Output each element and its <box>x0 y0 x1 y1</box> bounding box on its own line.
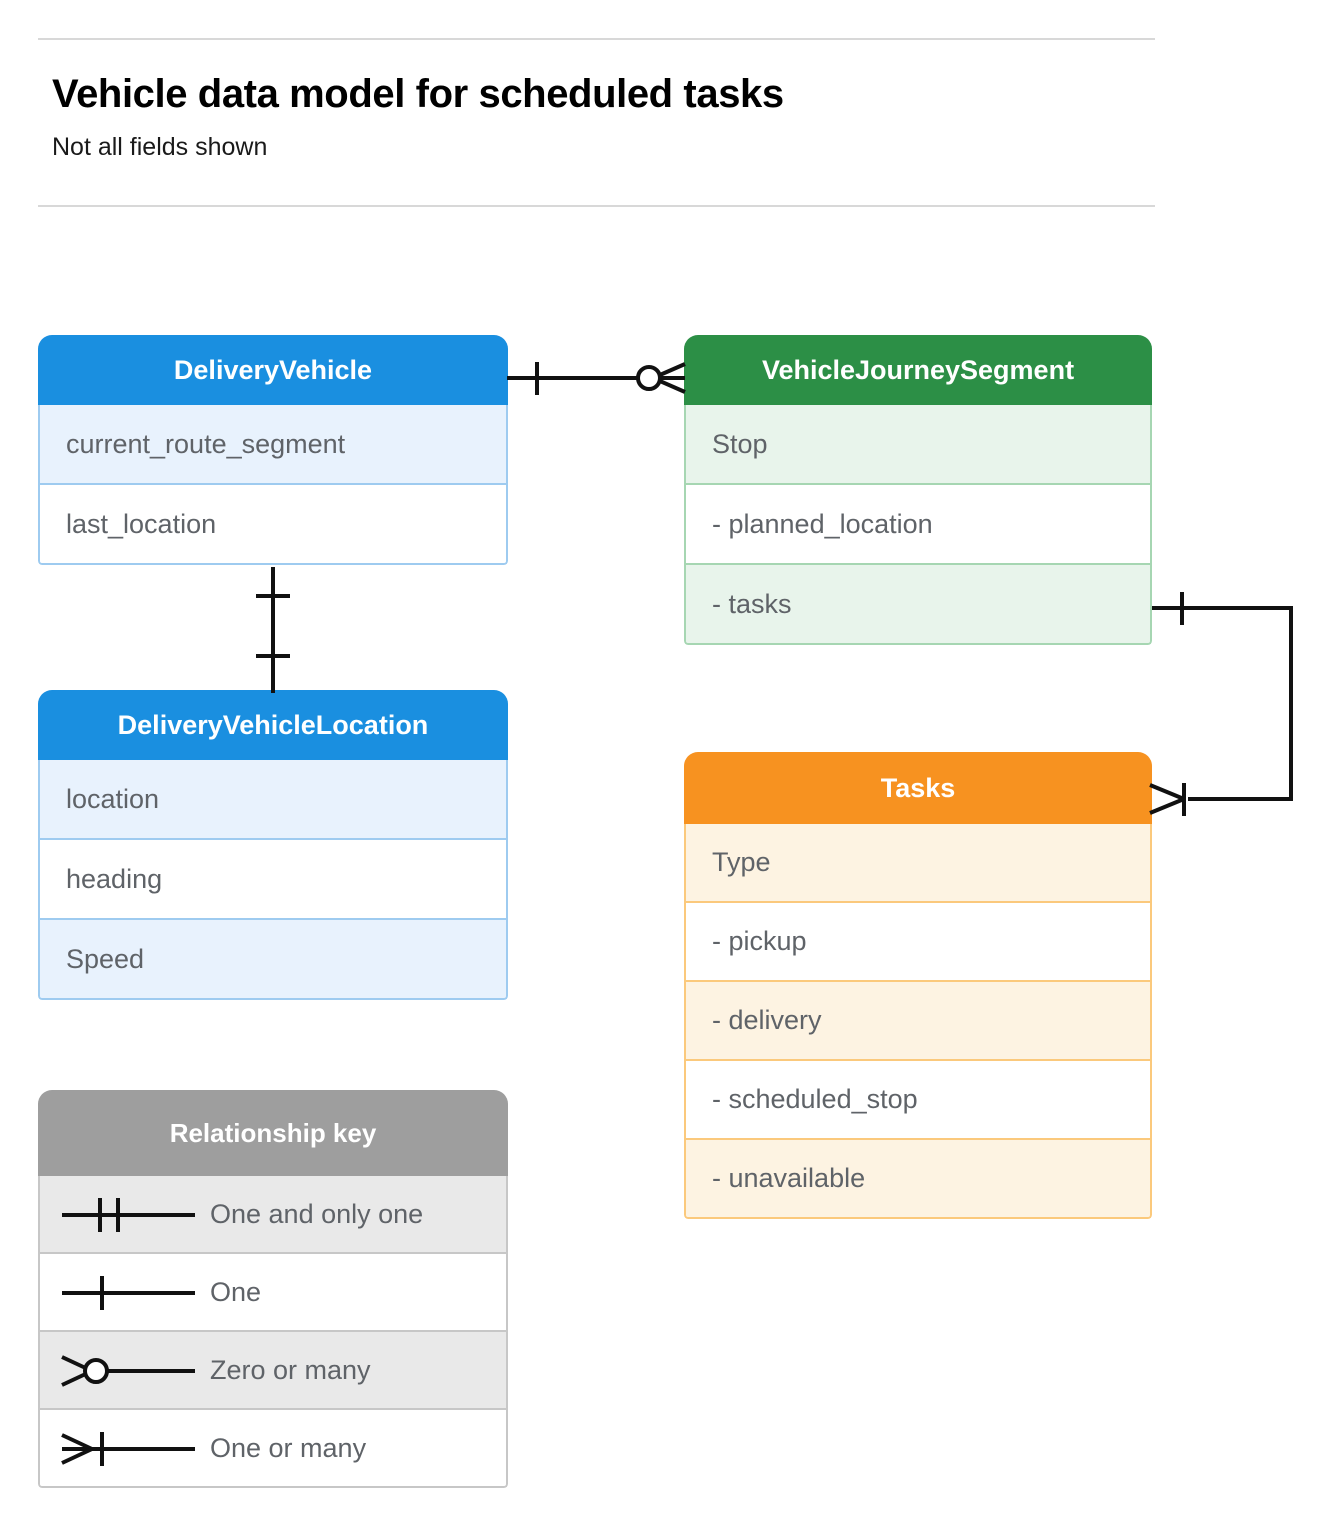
legend-item-one-or-many: One or many <box>38 1410 508 1488</box>
entity-field-row: - delivery <box>684 982 1152 1061</box>
legend-item-label: One and only one <box>210 1198 424 1229</box>
zero-or-many-icon <box>40 1332 210 1408</box>
relationship-key-legend: Relationship key One and only one One <box>38 1090 508 1488</box>
one-and-only-one-icon <box>40 1176 210 1252</box>
entity-field-row: - unavailable <box>684 1140 1152 1219</box>
one-icon <box>40 1254 210 1330</box>
entity-header-vehicle-journey-segment: VehicleJourneySegment <box>684 335 1152 405</box>
legend-title: Relationship key <box>38 1090 508 1176</box>
header-divider-bottom <box>38 205 1155 207</box>
relationship-vehiclejourneysegment-tasks <box>1148 575 1313 835</box>
legend-item-label: One or many <box>210 1432 367 1463</box>
entity-header-delivery-vehicle: DeliveryVehicle <box>38 335 508 405</box>
legend-item-one: One <box>38 1254 508 1332</box>
page-title: Vehicle data model for scheduled tasks <box>52 72 784 116</box>
page-subtitle: Not all fields shown <box>52 133 268 161</box>
entity-field-row: last_location <box>38 485 508 565</box>
relationship-deliveryvehicle-vehiclejourneysegment <box>505 348 690 408</box>
legend-item-one-and-only-one: One and only one <box>38 1176 508 1254</box>
entity-field-row: - pickup <box>684 903 1152 982</box>
entity-delivery-vehicle[interactable]: DeliveryVehicle current_route_segment la… <box>38 335 508 565</box>
entity-field-row: - scheduled_stop <box>684 1061 1152 1140</box>
entity-header-tasks: Tasks <box>684 752 1152 824</box>
entity-vehicle-journey-segment[interactable]: VehicleJourneySegment Stop - planned_loc… <box>684 335 1152 645</box>
entity-field-row: current_route_segment <box>38 405 508 485</box>
entity-field-row: - planned_location <box>684 485 1152 565</box>
entity-field-row: - tasks <box>684 565 1152 645</box>
legend-item-zero-or-many: Zero or many <box>38 1332 508 1410</box>
legend-item-label: One <box>210 1276 262 1307</box>
one-or-many-icon <box>40 1410 210 1486</box>
legend-item-label: Zero or many <box>210 1354 371 1385</box>
header-divider-top <box>38 38 1155 40</box>
entity-field-row: location <box>38 760 508 840</box>
entity-tasks[interactable]: Tasks Type - pickup - delivery - schedul… <box>684 752 1152 1219</box>
entity-field-row: Type <box>684 824 1152 903</box>
entity-field-row: heading <box>38 840 508 920</box>
entity-field-row: Speed <box>38 920 508 1000</box>
relationship-deliveryvehicle-deliveryvehiclelocation <box>248 567 298 695</box>
entity-delivery-vehicle-location[interactable]: DeliveryVehicleLocation location heading… <box>38 690 508 1000</box>
entity-field-row: Stop <box>684 405 1152 485</box>
entity-header-delivery-vehicle-location: DeliveryVehicleLocation <box>38 690 508 760</box>
